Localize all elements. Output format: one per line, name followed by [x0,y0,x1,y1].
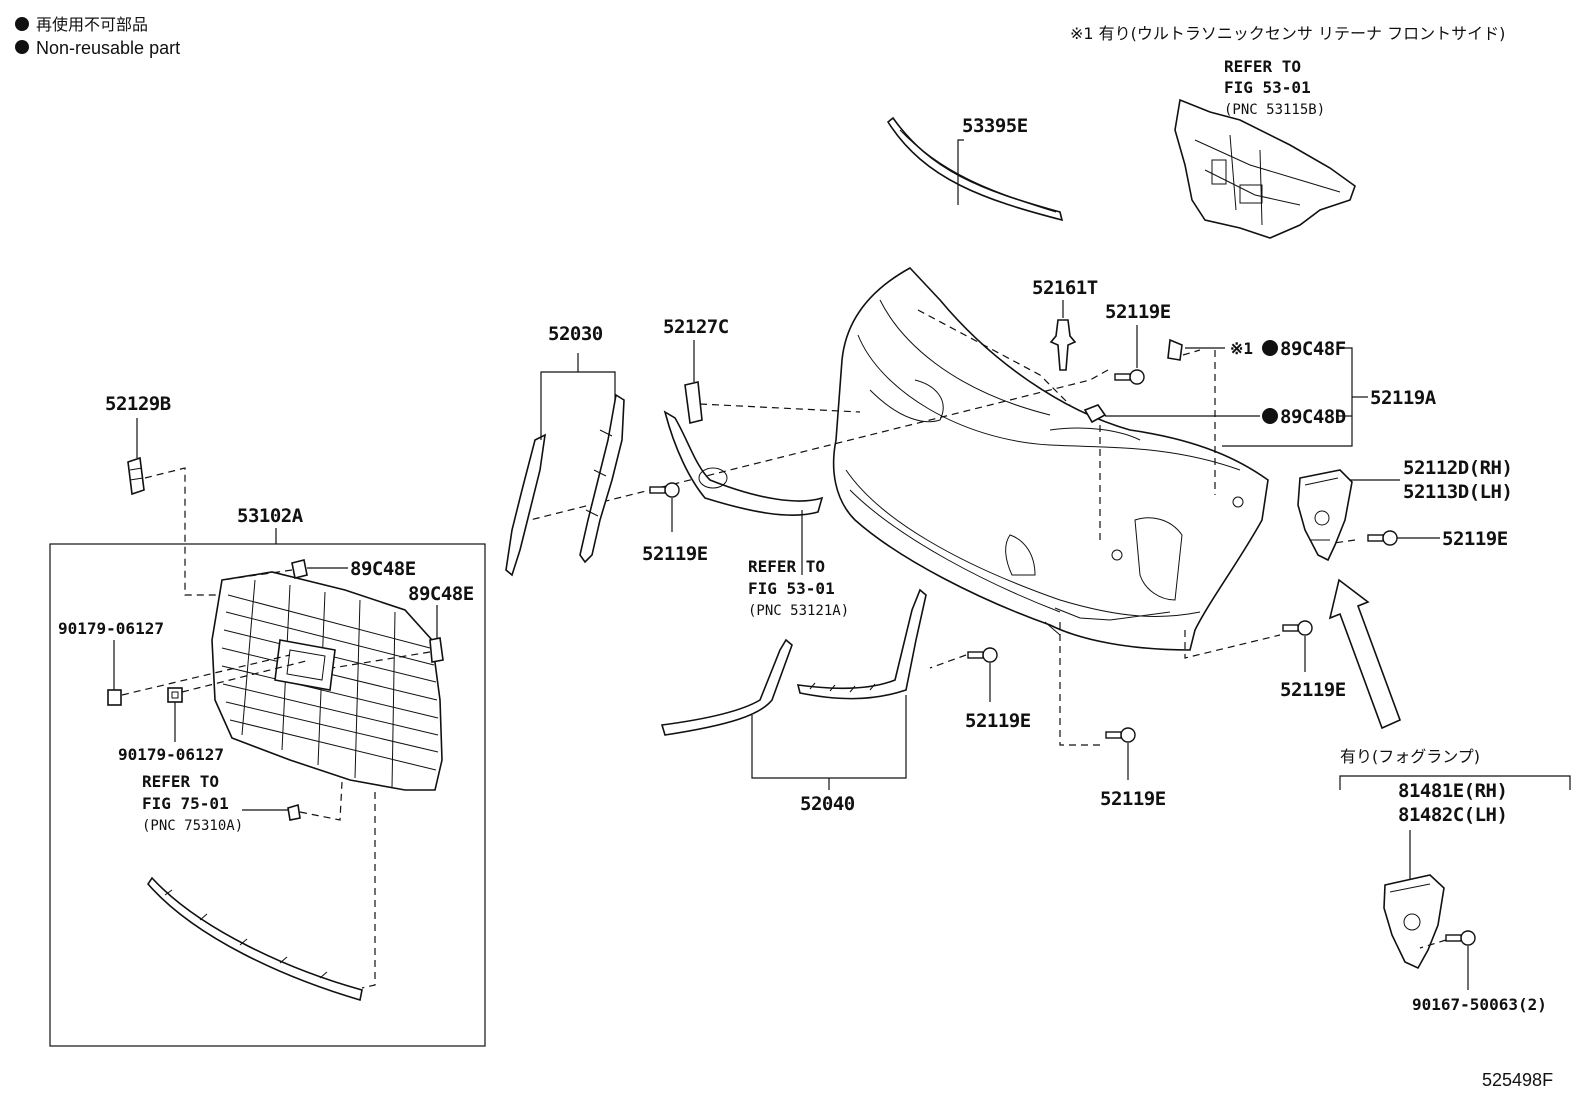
label-ref-mid-3: (PNC 53121A) [748,603,849,619]
label-52161T: 52161T [1032,277,1098,299]
label-52127C: 52127C [663,316,729,338]
top-note: ※1 有り(ウルトラソニックセンサ リテーナ フロントサイド) [1070,24,1505,43]
label-52119E-mid: 52119E [642,543,708,565]
label-ref-top-3: (PNC 53115B) [1224,102,1325,118]
part-75310A-emblem [287,803,301,821]
part-89C48F-retainer [1167,338,1183,361]
label-52030: 52030 [548,323,603,345]
part-52030-bracket [505,393,625,577]
part-53121A-bezel [663,410,824,516]
direction-arrow-icon [1328,578,1402,730]
part-90167-bolt [1445,930,1476,946]
fog-note: 有り(フォグランプ) [1340,747,1480,766]
part-52119E-bolt-c2 [1105,727,1136,743]
part-52129B-emblem [127,456,145,496]
part-52119E-bolt-rlow [1282,620,1313,636]
non-reusable-bullet-icon [15,17,29,31]
label-ref-mid-1: REFER TO [748,557,825,576]
label-81482C: 81482C(LH) [1398,804,1507,826]
label-52119E-c1: 52119E [965,710,1031,732]
part-89C48E-retainer-b [429,637,444,663]
label-52119E-top: 52119E [1105,301,1171,323]
label-53395E: 53395E [962,115,1028,137]
part-52119E-bolt-right [1367,530,1398,546]
non-reusable-bullet-icon [1262,340,1278,356]
non-reusable-bullet-icon [15,40,29,54]
label-52119E-c2: 52119E [1100,788,1166,810]
part-90179-nut-b [167,687,183,703]
part-52119E-bolt-mid [649,482,680,498]
label-52119E-rlow: 52119E [1280,679,1346,701]
part-53115B-absorber [1174,98,1356,239]
legend-jp: 再使用不可部品 [36,15,148,34]
part-89C48D-retainer [1083,404,1107,424]
part-grille [211,571,443,791]
part-52127C-clip [684,381,703,424]
part-52119A-bumper-cover [832,266,1269,651]
label-52129B: 52129B [105,393,171,415]
label-ref-mid-2: FIG 53-01 [748,579,835,598]
label-90179-b: 90179-06127 [118,745,224,764]
part-52112D-retainer [1297,469,1353,562]
part-89C48E-retainer-a [291,559,308,579]
label-89C48F: 89C48F [1280,338,1346,360]
label-89C48E-b: 89C48E [408,583,474,605]
label-ref-low-3: (PNC 75310A) [142,818,243,834]
part-53395E-molding [886,116,1064,222]
label-note-mark: ※1 [1230,339,1253,358]
part-lower-grille-molding [146,876,363,1002]
label-52119E-right: 52119E [1442,528,1508,550]
label-52112D: 52112D(RH) [1403,457,1512,479]
legend-en: Non-reusable part [36,38,180,58]
label-52040: 52040 [800,793,855,815]
grille-assembly-frame [49,543,486,1047]
label-53102A: 53102A [237,505,304,527]
label-52113D: 52113D(LH) [1403,481,1512,503]
figure-id: 525498F [1482,1070,1553,1090]
label-52119A: 52119A [1370,387,1437,409]
label-ref-low-1: REFER TO [142,772,219,791]
part-90179-nut-a [107,689,122,706]
label-89C48D: 89C48D [1280,406,1346,428]
part-52161T-clip [1049,319,1077,371]
label-90167: 90167-50063(2) [1412,995,1547,1014]
label-89C48E-a: 89C48E [350,558,416,580]
non-reusable-bullet-icon [1262,408,1278,424]
label-ref-top-2: FIG 53-01 [1224,78,1311,97]
part-81481E-retainer [1383,874,1445,970]
label-ref-top-1: REFER TO [1224,57,1301,76]
part-52040-bracket [660,588,927,736]
label-81481E: 81481E(RH) [1398,780,1507,802]
part-52119E-bolt-c1 [967,647,998,663]
part-52119E-bolt-top [1114,369,1145,385]
label-90179-a: 90179-06127 [58,619,164,638]
label-ref-low-2: FIG 75-01 [142,794,229,813]
